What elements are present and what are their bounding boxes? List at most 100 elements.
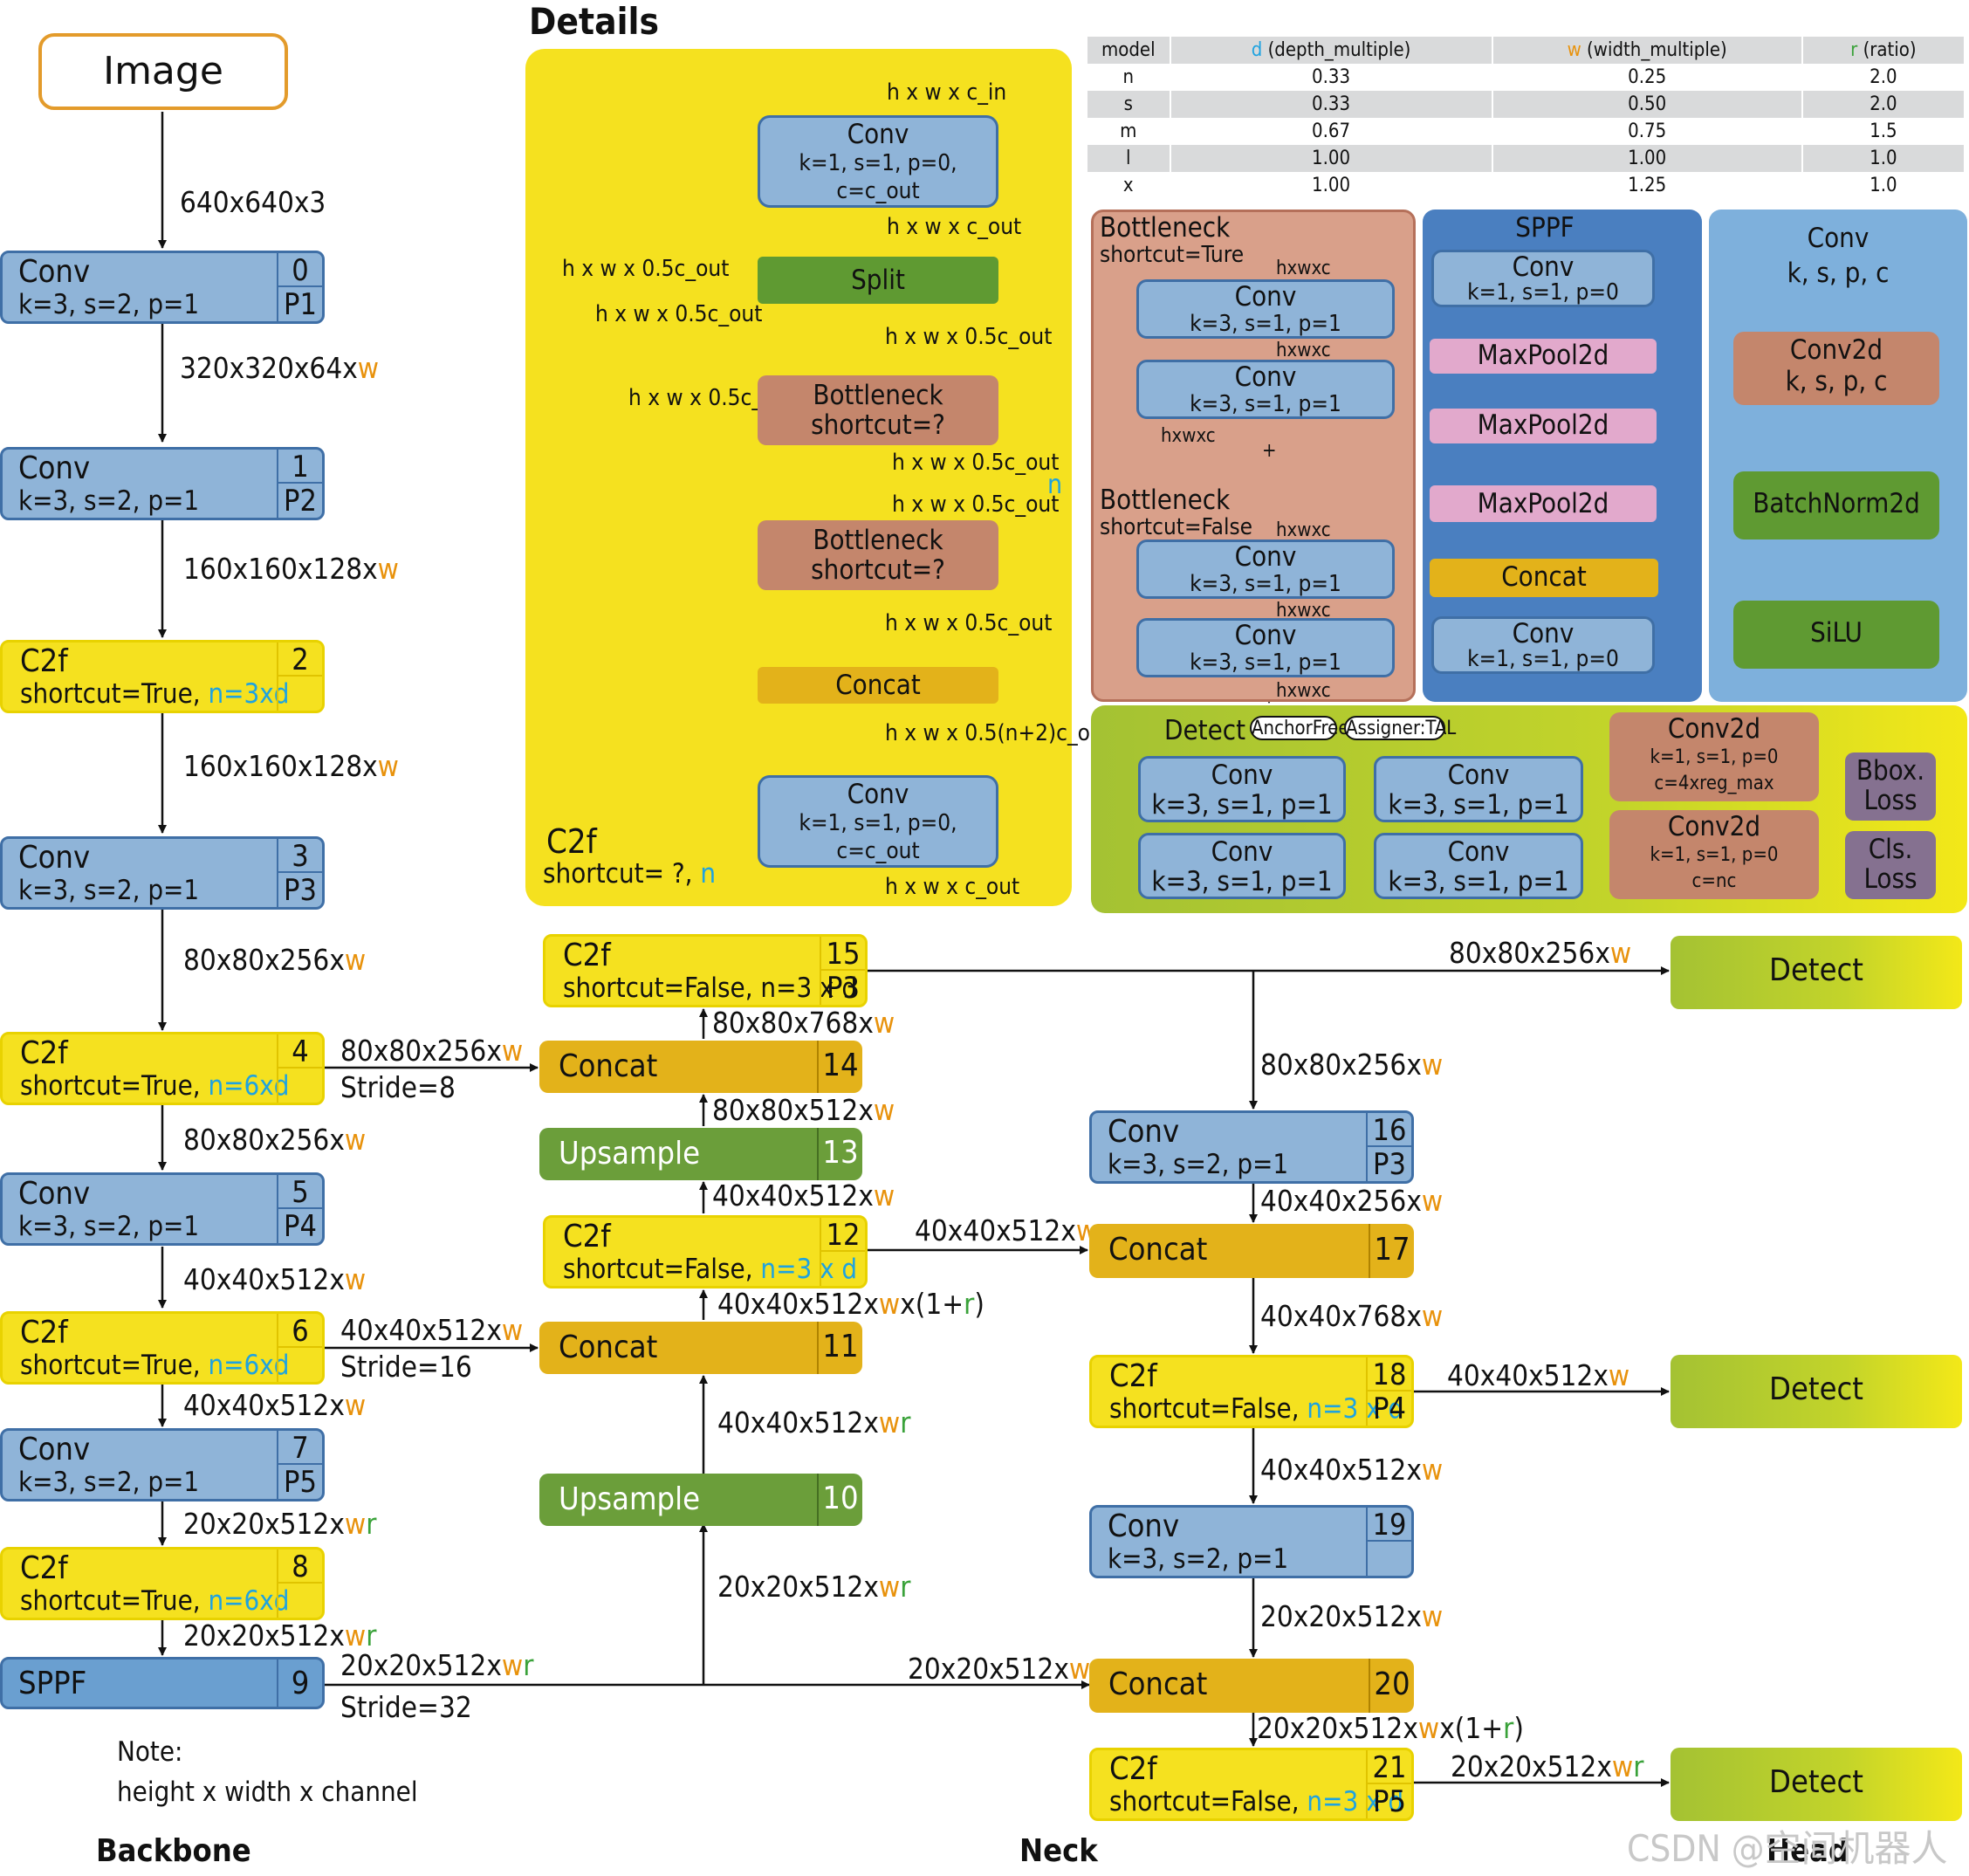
layer-name: Conv [1108,1508,1180,1544]
sppf-concat: Concat [1430,559,1658,597]
block-params: shortcut=? [811,554,945,586]
layer-index: 19 [1366,1508,1411,1576]
edge-label-20-21: 20x20x512xwx(1+r) [1257,1711,1524,1745]
model-scale-table: model d (depth_multiple) w (width_multip… [1087,37,1966,199]
cell: 0.33 [1170,64,1493,91]
layer-params: shortcut=False, n=3 x d [1109,1786,1404,1818]
layer-name: Conv [18,840,91,876]
stride-16-label: Stride=16 [340,1350,472,1384]
edge-label-9-out: 20x20x512xwr [340,1648,534,1682]
edge-label-9-10: 20x20x512xwr [717,1570,911,1604]
bottleneck-shortcut-1: shortcut=Ture [1100,242,1245,268]
assigner-tal-tag: Assigner:TAL [1344,716,1456,740]
block-name: Conv [847,119,909,150]
layer-params: k=3, s=2, p=1 [1108,1149,1289,1180]
block-params: k=1, s=1, p=0 [1467,646,1619,672]
block-name-2: Loss [1863,785,1918,816]
layer-12-c2f: C2f shortcut=False, n=3 x d 12 [543,1215,868,1288]
layer-name: Conv [18,1432,91,1467]
detect-p5: Detect [1671,1748,1962,1821]
edge-label-11-12: 40x40x512xwx(1+r) [717,1287,984,1321]
block-name: Conv [1512,618,1575,649]
layer-params: shortcut=False, n=3 x d [563,972,858,1004]
block-name: Conv2d [1789,334,1883,366]
layer-name: Concat [1108,1232,1208,1268]
block-name: Bbox. [1856,755,1925,787]
cell: 0.25 [1492,64,1803,91]
layer-index: 13 [817,1128,862,1180]
edge-label-10-11: 40x40x512xwr [717,1405,911,1440]
detect-label: Detect [1769,952,1863,988]
layer-20-concat: Concat 20 [1089,1659,1414,1713]
edge-label-7-8: 20x20x512xwr [183,1507,377,1541]
block-name: SiLU [1810,617,1863,649]
block-params: k=1, s=1, p=0, [799,810,957,836]
block-name: Conv [1512,251,1575,283]
block-params: k=1, s=1, p=0 [1650,746,1779,768]
layer-6-c2f: C2f shortcut=True, n=6xd 6 [0,1311,325,1385]
edge-label-13-14: 80x80x512xw [712,1093,895,1127]
block-name: Conv [1211,759,1273,791]
sppf-maxpool-1: MaxPool2d [1430,339,1657,374]
layer-name: C2f [563,1219,611,1254]
c2f-conv-in: Conv k=1, s=1, p=0, c=c_out [758,115,998,208]
block-params: k, s, p, c [1785,366,1888,397]
detect-conv-2: Conv k=3, s=1, p=1 [1374,756,1583,822]
cell: 0.75 [1492,118,1803,145]
block-name: Bottleneck [813,525,943,556]
bn-dim-6: hxwxc [1276,680,1331,702]
layer-index: 20 [1369,1659,1414,1713]
layer-name: Upsample [559,1481,701,1517]
block-params: k=1, s=1, p=0 [1467,279,1619,306]
cell: 1.00 [1170,172,1493,199]
layer-params: shortcut=True, n=3xd [20,678,290,710]
layer-index: 9 [277,1660,322,1707]
layer-index: 2 [277,643,322,711]
block-params: k=3, s=1, p=1 [1190,571,1341,597]
layer-14-concat: Concat 14 [539,1041,862,1093]
edge-label-12-17: 40x40x512xw [915,1213,1098,1247]
detect-detail-title: Detect [1164,715,1245,746]
edge-label-input: 640x640x3 [180,185,326,219]
layer-8-c2f: C2f shortcut=True, n=6xd 8 [0,1547,325,1620]
bn-dim-5: hxwxc [1276,600,1331,622]
sppf-title: SPPF [1515,212,1575,244]
block-name: MaxPool2d [1477,340,1609,371]
bottleneck-title-1: Bottleneck [1100,212,1231,244]
block-params: shortcut=? [811,409,945,441]
detect-p4: Detect [1671,1355,1962,1428]
detect-conv2d-cls: Conv2d k=1, s=1, p=0 c=nc [1609,810,1819,899]
bn-conv-1: Conv k=3, s=1, p=1 [1136,279,1395,339]
layer-index: 11 [817,1322,862,1374]
cell: 1.25 [1492,172,1803,199]
bbox-loss: Bbox. Loss [1845,752,1936,821]
dim-half-5: h x w x 0.5c_out [892,450,1060,476]
plus-icon: + [1262,440,1277,462]
n-repeat-label: n [1047,470,1063,500]
block-params-2: c=c_out [836,838,920,864]
dim-in: h x w x c_in [887,79,1007,106]
sppf-maxpool-2: MaxPool2d [1430,409,1657,443]
layer-params: k=3, s=2, p=1 [18,875,200,906]
block-params: k=3, s=1, p=1 [1388,789,1569,821]
edge-label-18-19: 40x40x512xw [1260,1453,1444,1487]
cell: 0.50 [1492,91,1803,118]
details-title: Details [529,0,659,43]
detect-conv-4: Conv k=3, s=1, p=1 [1374,833,1583,899]
block-params: k=3, s=1, p=1 [1190,311,1341,337]
layer-index: 8 [277,1550,322,1618]
dim-half-1: h x w x 0.5c_out [562,256,730,282]
bn-conv-4: Conv k=3, s=1, p=1 [1136,618,1395,677]
layer-name: Conv [18,1176,91,1212]
bn-dim-3: hxwxc [1161,425,1216,447]
header-d: d (depth_multiple) [1170,37,1493,64]
detect-p3: Detect [1671,936,1962,1009]
